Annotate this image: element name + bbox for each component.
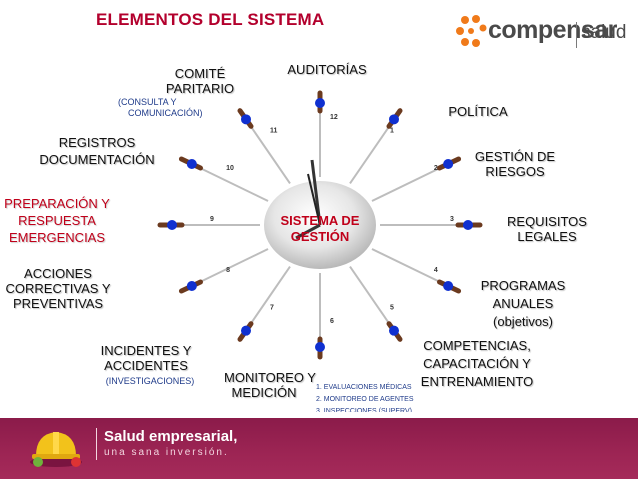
programas-line1: PROGRAMAS — [480, 278, 566, 293]
page-title: ELEMENTOS DEL SISTEMA — [96, 10, 325, 29]
label-gestion-riesgos: GESTIÓN DE RIESGOS — [460, 149, 570, 179]
label-comite-paritario: COMITÉ PARITARIO — [140, 66, 260, 96]
monitoreo-list: 1. EVALUACIONES MÉDICAS 2. MONITOREO DE … — [316, 383, 426, 416]
center-label: SISTEMA DE GESTIÓN — [255, 213, 385, 245]
incidentes-line2: ACCIDENTES — [104, 358, 188, 373]
pin-7 — [241, 325, 251, 336]
gestion-line2: RIESGOS — [485, 164, 545, 179]
pin-3 — [463, 220, 473, 230]
preparacion-line1: PREPARACIÓN Y — [4, 196, 110, 211]
label-programas-anuales: PROGRAMAS ANUALES (objetivos) — [468, 278, 578, 329]
label-incidentes: INCIDENTES Y ACCIDENTES — [86, 343, 206, 373]
pin-11 — [241, 114, 251, 125]
clock-number-6: 6 — [330, 318, 334, 325]
preparacion-line3: EMERGENCIAS — [8, 230, 106, 245]
compensar-logo-icon — [456, 15, 487, 47]
clock-number-12: 12 — [330, 114, 338, 121]
footer-separator — [96, 428, 97, 460]
center-line1: SISTEMA DE — [280, 213, 360, 228]
label-competencias: COMPETENCIAS, CAPACITACIÓN Y ENTRENAMIEN… — [412, 338, 542, 389]
footer-divider — [0, 412, 638, 418]
comite-sub1: (CONSULTA Y — [118, 97, 177, 107]
label-registros: REGISTROS DOCUMENTACIÓN — [32, 135, 162, 167]
acciones-line1: ACCIONES — [24, 266, 92, 281]
logo-divider — [576, 22, 577, 48]
requisitos-line2: LEGALES — [517, 229, 577, 244]
footer-title: Salud empresarial, — [104, 428, 238, 445]
monitoreo-line1: MONITOREO Y — [224, 370, 316, 385]
preparacion-line2: RESPUESTA — [18, 213, 96, 228]
label-acciones: ACCIONES CORRECTIVAS Y PREVENTIVAS — [0, 266, 116, 311]
pin-1 — [389, 114, 399, 125]
label-requisitos-legales: REQUISITOS LEGALES — [492, 214, 602, 244]
competencias-line1: COMPETENCIAS, — [423, 338, 531, 353]
requisitos-line1: REQUISITOS — [507, 214, 587, 229]
pin-4 — [443, 281, 454, 291]
incidentes-line1: INCIDENTES Y — [100, 343, 192, 358]
label-monitoreo: MONITOREO Y MEDICIÓN — [220, 370, 320, 400]
comite-line2: PARITARIO — [165, 81, 235, 96]
label-incidentes-sub: (INVESTIGACIONES) — [105, 376, 195, 386]
monitoreo-line2: MEDICIÓN — [231, 385, 297, 400]
label-comite-sub: (CONSULTA Y COMUNICACIÓN) — [104, 97, 244, 119]
clock-number-10: 10 — [226, 165, 234, 172]
registros-line1: REGISTROS — [58, 135, 136, 150]
comite-sub2: COMUNICACIÓN) — [128, 108, 203, 118]
registros-line2: DOCUMENTACIÓN — [39, 152, 155, 167]
center-line2: GESTIÓN — [290, 229, 350, 244]
monitoreo-item-1: 1. EVALUACIONES MÉDICAS — [316, 384, 412, 391]
pin-2 — [443, 159, 454, 169]
acciones-line2: CORRECTIVAS Y — [5, 281, 111, 296]
pin-12 — [315, 98, 325, 108]
clock-number-4: 4 — [434, 267, 438, 274]
programas-line3: (objetivos) — [493, 314, 553, 329]
programas-line2: ANUALES — [492, 296, 554, 311]
footer-bar — [0, 418, 638, 479]
clock-number-11: 11 — [270, 128, 278, 135]
clock-number-1: 1 — [390, 128, 394, 135]
monitoreo-item-3: 3. INSPECCIONES (SUPERV) — [316, 407, 426, 416]
hardhat-icon — [30, 432, 82, 467]
logo-sub: salud — [581, 22, 627, 43]
clock-pins — [167, 98, 473, 352]
footer-subtitle: una sana inversión. — [104, 447, 229, 458]
clock-number-9: 9 — [210, 216, 214, 223]
label-preparacion: PREPARACIÓN Y RESPUESTA EMERGENCIAS — [0, 196, 114, 245]
clock-number-7: 7 — [270, 304, 274, 311]
competencias-line2: CAPACITACIÓN Y — [423, 356, 531, 371]
clock-number-2: 2 — [434, 165, 438, 172]
logo-brand: compensar — [488, 16, 617, 44]
pin-6 — [315, 342, 325, 352]
clock-number-3: 3 — [450, 216, 454, 223]
acciones-line3: PREVENTIVAS — [12, 296, 104, 311]
clock-hour-hand — [310, 159, 322, 226]
pin-8 — [186, 281, 197, 291]
pin-5 — [389, 325, 399, 336]
monitoreo-item-2: 2. MONITOREO DE AGENTES — [316, 396, 414, 403]
clock-number-5: 5 — [390, 304, 394, 311]
pin-9 — [167, 220, 177, 230]
clock-second-hand — [307, 173, 321, 226]
comite-line1: COMITÉ — [174, 66, 226, 81]
label-politica: POLÍTICA — [448, 104, 508, 119]
gestion-line1: GESTIÓN DE — [474, 149, 556, 164]
pin-10 — [186, 159, 197, 169]
competencias-line3: ENTRENAMIENTO — [420, 374, 534, 389]
clock-minute-hand — [295, 223, 321, 240]
label-auditorias: AUDITORÍAS — [287, 62, 367, 77]
clock-number-8: 8 — [226, 267, 230, 274]
